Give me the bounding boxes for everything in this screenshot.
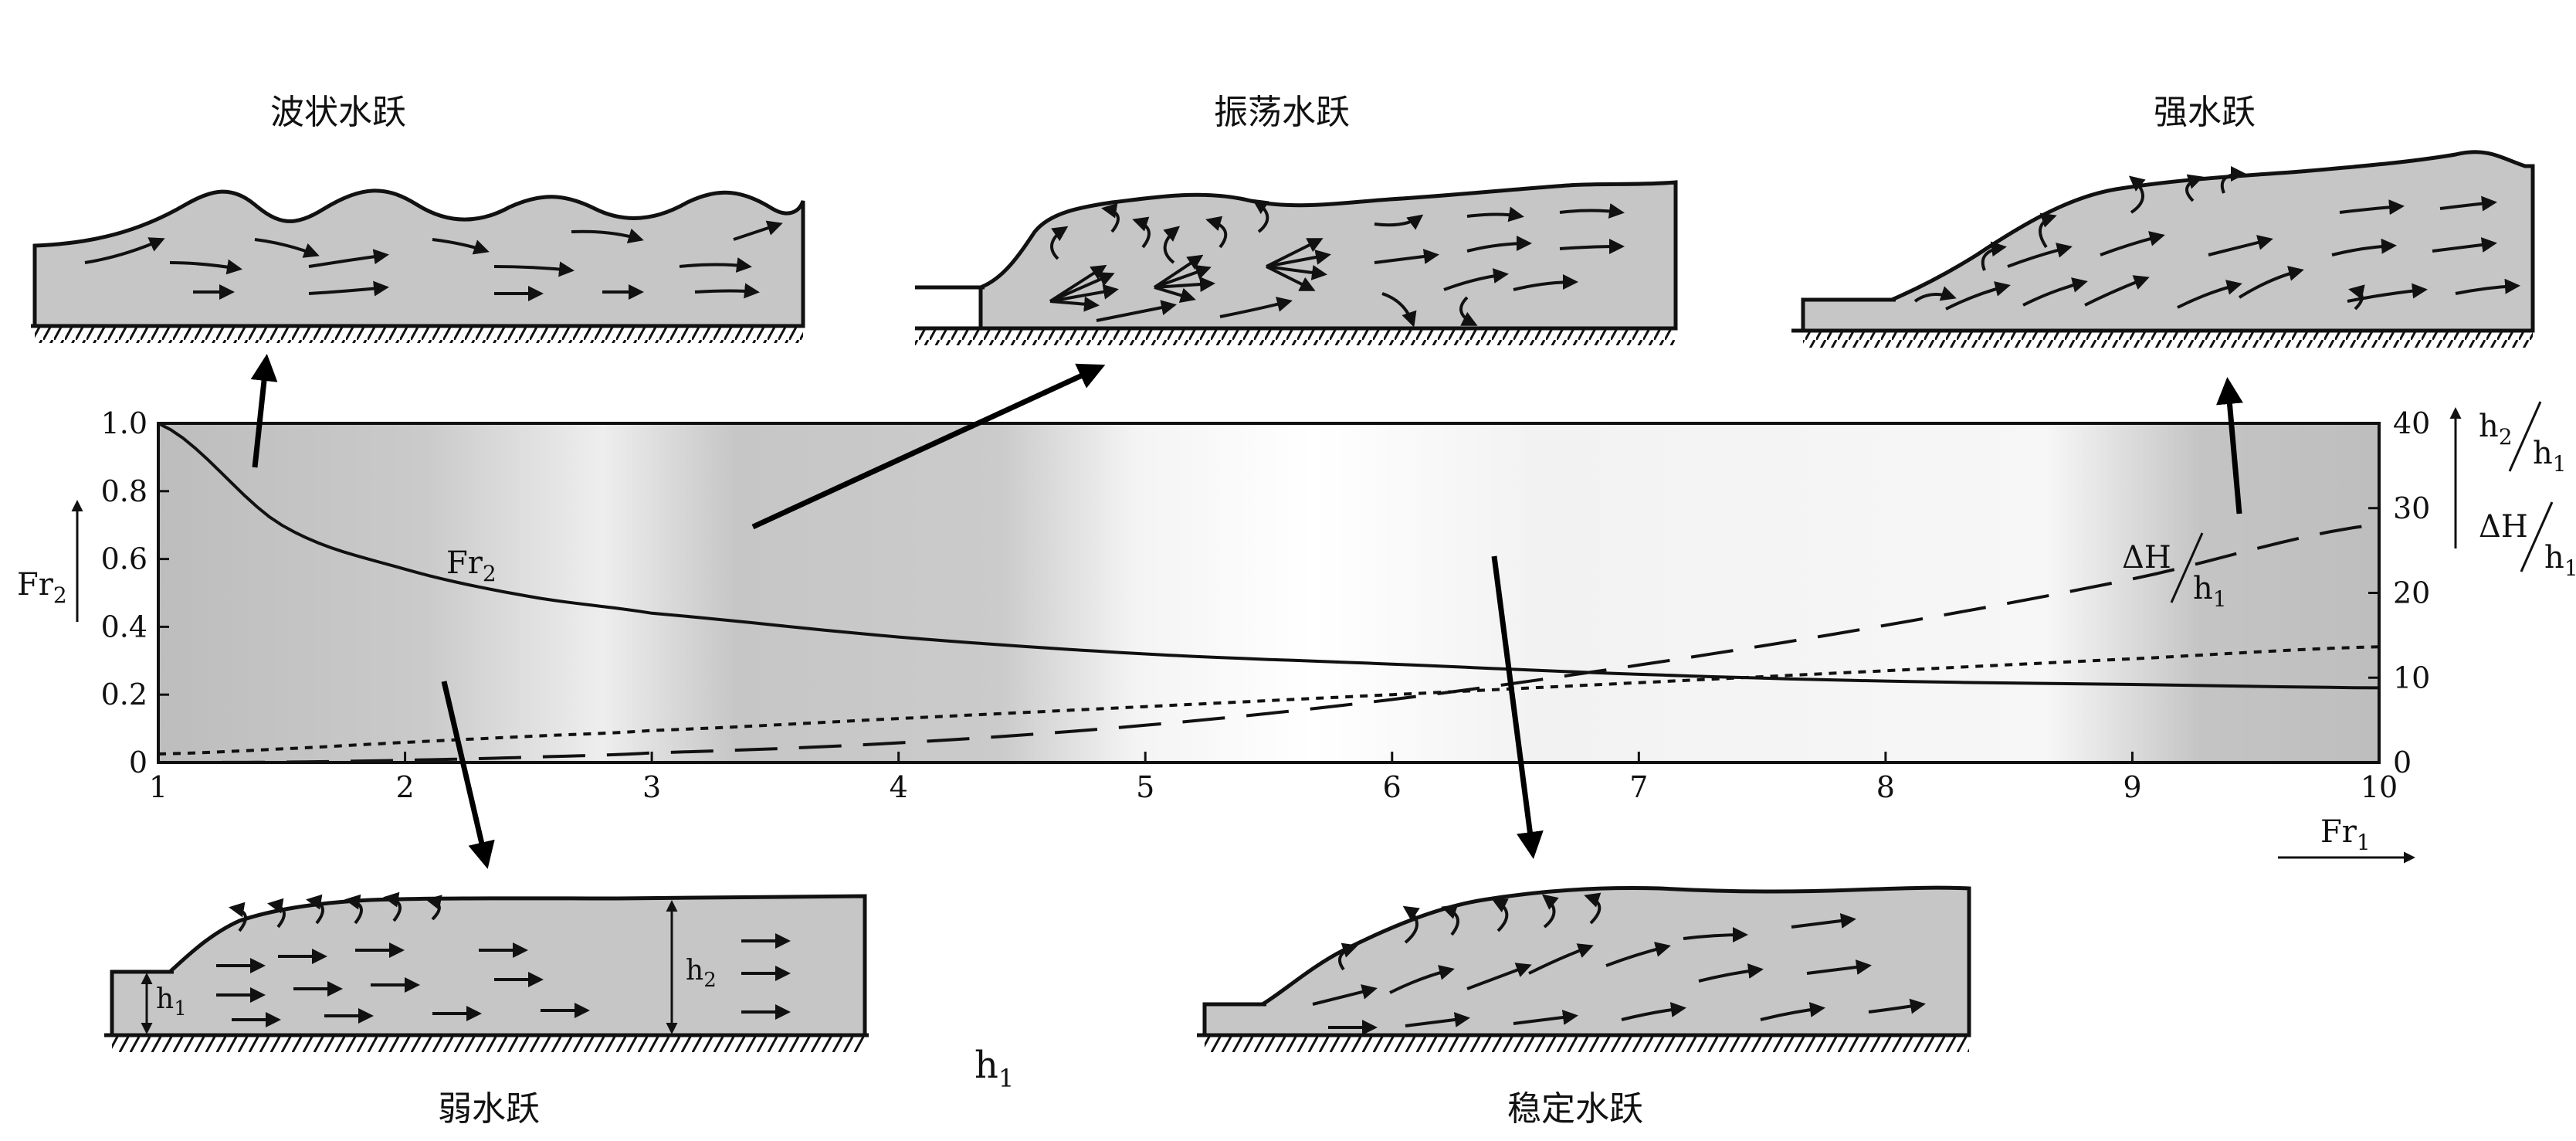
arrow-to-weak-jump <box>441 681 495 869</box>
h2-label: h2 <box>686 955 717 992</box>
right-tick-label: 40 <box>2393 406 2430 440</box>
x-tick-label: 3 <box>642 770 661 804</box>
fr2-curve-label: Fr2 <box>446 545 497 586</box>
right-tick-label: 10 <box>2393 660 2430 694</box>
bottom-h1-label: h1 <box>974 1044 1014 1093</box>
undular-jump-title: 波状水跃 <box>270 93 406 132</box>
left-tick-label: 1.0 <box>101 406 147 440</box>
right-tick-label: 30 <box>2393 491 2430 525</box>
arrow-to-strong-jump <box>2216 377 2243 514</box>
weak-jump-title: 弱水跃 <box>438 1089 540 1129</box>
svg-text:ΔH: ΔH <box>2122 540 2171 576</box>
strong-jump-title: 强水跃 <box>2154 93 2256 132</box>
arrow-to-oscillating-jump <box>751 363 1106 530</box>
x-tick-label: 8 <box>1876 770 1895 804</box>
x-tick-label: 2 <box>395 770 414 804</box>
x-axis-label: Fr1 <box>2320 814 2371 855</box>
oscillating-jump-title: 振荡水跃 <box>1214 93 1350 132</box>
arrow-to-steady-jump <box>1491 555 1544 859</box>
steady-jump-sketch: 稳定水跃 <box>1197 885 1971 1129</box>
svg-text:h1: h1 <box>2533 436 2567 477</box>
left-tick-label: 0.2 <box>101 677 147 711</box>
plot-background <box>158 423 2379 762</box>
svg-text:h1: h1 <box>2544 540 2576 581</box>
svg-text:h2: h2 <box>2479 409 2513 450</box>
h1-label: h1 <box>156 983 187 1020</box>
x-tick-label: 5 <box>1136 770 1154 804</box>
x-tick-label: 6 <box>1383 770 1402 804</box>
svg-text:h1: h1 <box>2193 571 2227 612</box>
x-tick-label: 4 <box>890 770 908 804</box>
right-tick-label: 0 <box>2393 745 2412 779</box>
left-axis-label: Fr2 <box>17 567 67 608</box>
right-tick-label: 20 <box>2393 576 2430 610</box>
right-axis-loss-label: ΔH h1 <box>2479 501 2576 581</box>
x-tick-label: 1 <box>149 770 168 804</box>
weak-jump-sketch: h1 h2 弱水跃 <box>104 891 869 1129</box>
left-tick-label: 0.4 <box>101 610 147 644</box>
oscillating-jump-sketch: 振荡水跃 <box>915 93 1678 345</box>
undular-jump-sketch: 波状水跃 <box>31 93 805 343</box>
svg-text:ΔH: ΔH <box>2479 509 2528 545</box>
energy-loss-curve-label: ΔH h1 <box>2122 532 2227 612</box>
energy-loss-curve <box>158 522 2380 764</box>
steady-jump-title: 稳定水跃 <box>1507 1089 1643 1129</box>
x-tick-label: 9 <box>2123 770 2141 804</box>
x-tick-label: 10 <box>2361 770 2398 804</box>
left-tick-label: 0 <box>129 745 147 779</box>
pointer-arrows <box>250 354 2243 869</box>
arrow-to-undular-jump <box>250 354 278 468</box>
left-tick-label: 0.8 <box>101 474 147 508</box>
depth-ratio-curve <box>158 645 2380 756</box>
strong-jump-sketch: 强水跃 <box>1791 93 2535 348</box>
fr2-curve <box>158 422 2380 690</box>
x-tick-label: 7 <box>1629 770 1648 804</box>
left-tick-label: 0.6 <box>101 542 147 576</box>
right-axis-ratio-label: h2 h1 <box>2479 401 2567 477</box>
